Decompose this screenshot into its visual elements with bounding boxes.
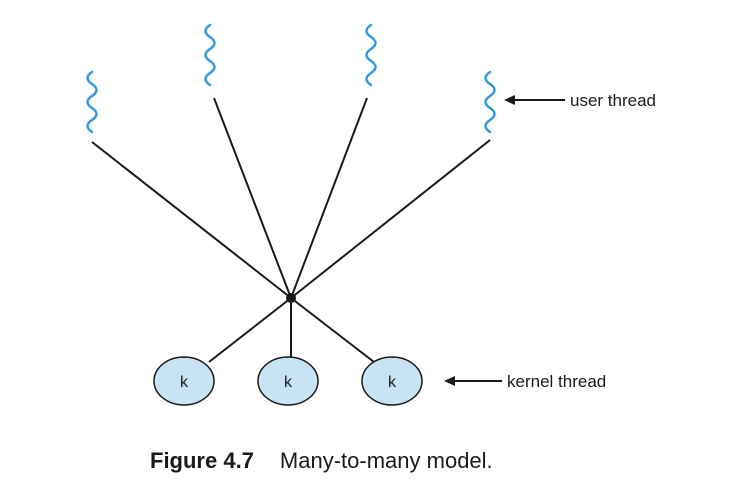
kernel-thread-2: k (257, 356, 319, 406)
hub-dot (286, 293, 296, 303)
user-thread-arrowhead-icon (504, 95, 515, 105)
connection-user-1 (91, 141, 292, 299)
user-thread-4-icon (484, 70, 496, 134)
connection-user-2 (213, 97, 292, 299)
kernel-thread-label: kernel thread (507, 372, 606, 391)
user-thread-label: user thread (570, 91, 656, 110)
connection-user-3 (290, 97, 368, 299)
figure-caption: Figure 4.7 Many-to-many model. (150, 448, 493, 474)
connection-kernel-1 (208, 297, 292, 363)
user-thread-2-icon (204, 23, 216, 87)
figure-number: Figure 4.7 (150, 448, 254, 473)
user-threads (86, 23, 496, 134)
kernel-threads: k k k (153, 356, 423, 406)
kernel-thread-arrowhead-icon (444, 376, 455, 386)
user-thread-pointer: user thread (504, 91, 656, 110)
connection-kernel-3 (290, 297, 375, 363)
kernel-thread-pointer: kernel thread (444, 372, 606, 391)
kernel-thread-1-label: k (180, 374, 189, 391)
kernel-thread-2-label: k (284, 374, 293, 391)
kernel-thread-1: k (153, 356, 215, 406)
connection-user-4 (290, 139, 491, 299)
user-connections (91, 97, 491, 299)
user-thread-3-icon (365, 23, 377, 87)
figure-title: Many-to-many model. (279, 448, 493, 473)
kernel-connections (208, 297, 375, 363)
user-thread-1-icon (86, 70, 98, 134)
kernel-thread-3-label: k (388, 374, 397, 391)
kernel-thread-3: k (361, 356, 423, 406)
